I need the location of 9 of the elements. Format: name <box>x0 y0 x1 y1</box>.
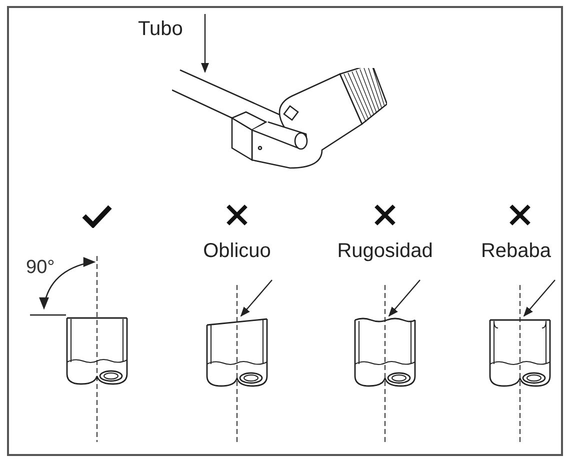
angle-label: 90° <box>26 258 55 277</box>
leader-line <box>201 14 209 73</box>
pointer-arrow <box>388 280 420 317</box>
part-label: Tubo <box>138 14 204 44</box>
defect-label: Rugosidad <box>337 241 433 261</box>
defect-label: Rebaba <box>480 241 552 261</box>
pointer-arrow <box>523 280 556 317</box>
pointer-arrow <box>240 280 272 317</box>
defect-label: Oblicuo <box>203 241 271 261</box>
